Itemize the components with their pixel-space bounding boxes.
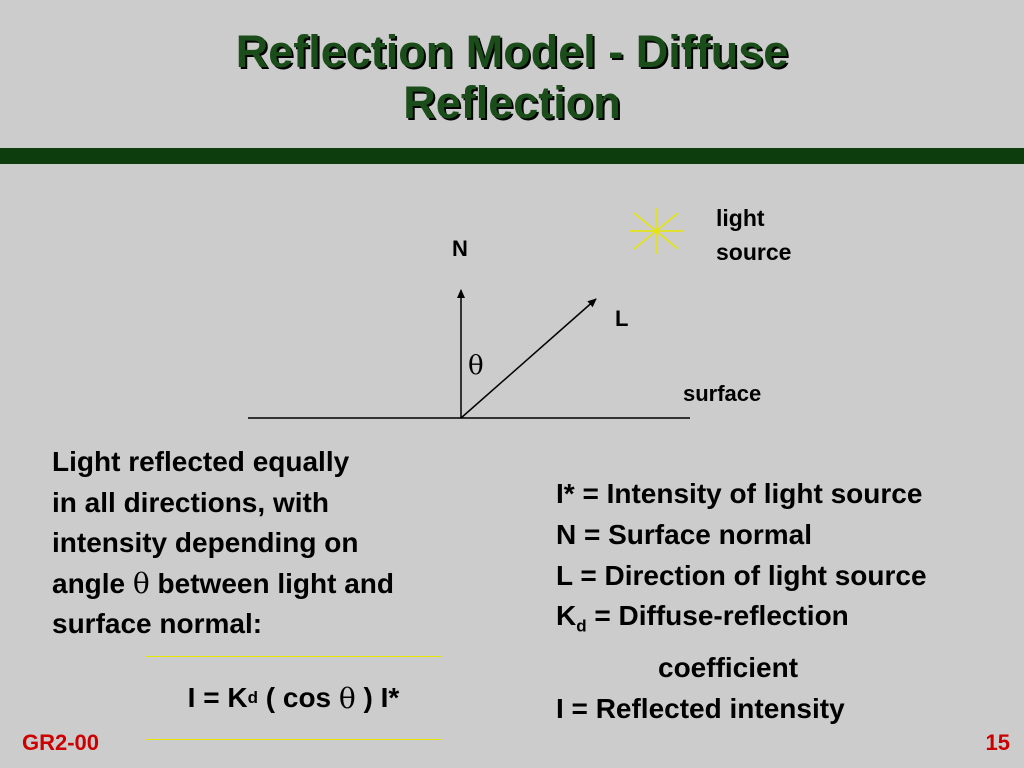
description-text: Light reflected equally in all direction… — [52, 442, 502, 645]
surface-label: surface — [683, 381, 762, 406]
light-source-label-line-1: light — [716, 205, 765, 231]
definition-kd-text: = Diffuse-reflection — [586, 600, 849, 632]
definition-normal: N = Surface normal — [556, 518, 812, 550]
light-source-label-line-2: source — [716, 239, 792, 265]
formula-theta: θ — [338, 681, 356, 715]
formula-pre: I = K — [187, 682, 248, 713]
description-line-3: intensity depending on — [52, 527, 359, 558]
light-direction-arrow — [460, 298, 597, 419]
slide-title-line-2: Reflection — [403, 77, 621, 128]
definition-kd: Kd = Diffuse-reflection — [556, 596, 1016, 647]
description-line-1: Light reflected equally — [52, 446, 350, 477]
definition-intensity: I* = Intensity of light source — [556, 478, 923, 509]
star-burst-icon — [629, 208, 684, 254]
slide-title: Reflection Model - Diffuse Reflection — [0, 26, 1024, 128]
light-source-label: light source — [716, 201, 791, 269]
description-line-2: in all directions, with — [52, 486, 329, 518]
formula-subscript: d — [247, 688, 258, 707]
definition-kd-continuation: coefficient — [658, 651, 799, 683]
formula-mid: ( cos — [257, 682, 339, 713]
angle-label: θ — [468, 351, 484, 381]
slide-title-line-1: Reflection Model - Diffuse — [235, 26, 789, 77]
definition-light-direction: L = Direction of light source — [556, 559, 927, 591]
description-line-4-pre: angle — [52, 567, 133, 599]
page-number: 15 — [985, 730, 1010, 755]
definition-kd-symbol: K — [556, 600, 577, 632]
normal-label: N — [452, 236, 468, 261]
definition-kd-subscript: d — [576, 616, 587, 636]
light-direction-label: L — [615, 306, 629, 331]
description-line-5: surface normal: — [52, 608, 263, 639]
formula-post: ) I* — [355, 682, 400, 713]
definitions-list: I* = Intensity of light source N = Surfa… — [556, 474, 1016, 729]
definition-reflected-intensity: I = Reflected intensity — [556, 692, 845, 724]
theta-symbol: θ — [132, 566, 150, 600]
title-divider — [0, 148, 1024, 164]
description-line-4: angle θ between light and — [52, 564, 502, 605]
course-code-footer: GR2-00 — [22, 730, 100, 755]
description-line-4-post: between light and — [149, 567, 395, 599]
